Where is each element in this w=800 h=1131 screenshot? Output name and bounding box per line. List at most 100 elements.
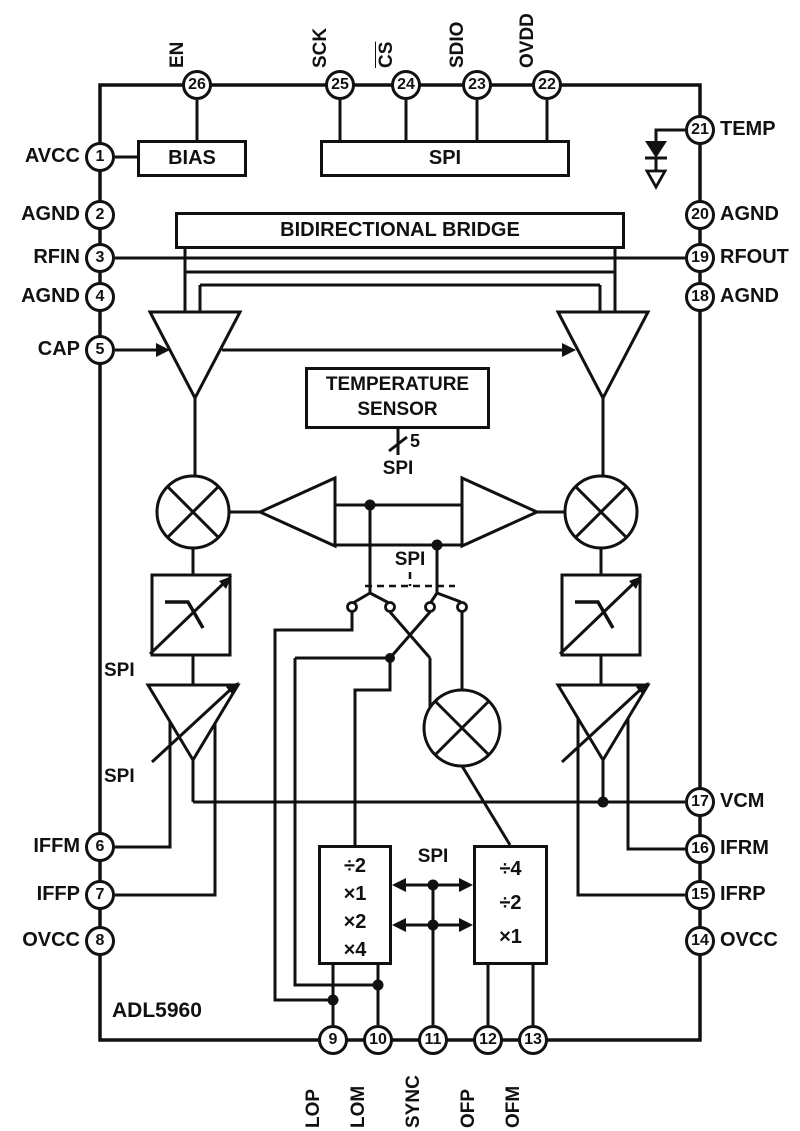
pin-3-label: RFIN bbox=[33, 246, 80, 268]
pin-9-label: LOP bbox=[303, 1088, 324, 1128]
pin-4: 4 bbox=[85, 282, 115, 312]
wire-temp-bus bbox=[388, 429, 408, 455]
wires-bridge bbox=[183, 249, 617, 312]
pin-17: 17 bbox=[685, 787, 715, 817]
pin-19: 19 bbox=[685, 243, 715, 273]
lo-divider-row: ×1 bbox=[343, 883, 367, 905]
chip-name: ADL5960 bbox=[112, 999, 202, 1022]
pin-18-label: AGND bbox=[720, 285, 779, 307]
pin-5: 5 bbox=[85, 335, 115, 365]
pin-18: 18 bbox=[685, 282, 715, 312]
bridge-block: BIDIRECTIONAL BRIDGE bbox=[175, 212, 625, 249]
pin-22: 22 bbox=[532, 70, 562, 100]
lo-divider-row: ÷2 bbox=[343, 855, 367, 877]
offset-divider-row: ×1 bbox=[499, 926, 522, 948]
pin-13-label: OFM bbox=[503, 1085, 524, 1128]
pin-2-label: AGND bbox=[21, 203, 80, 225]
pin-26-label: EN bbox=[167, 41, 188, 68]
lowpass-glyph-left bbox=[165, 600, 205, 629]
lo-buffer-right-icon bbox=[460, 475, 541, 549]
rf-amp-left-icon bbox=[147, 310, 243, 402]
lo-divider-row: ×2 bbox=[343, 911, 367, 933]
temp-sensor-line1: TEMPERATURE bbox=[325, 374, 470, 396]
pin-12-label: OFP bbox=[458, 1088, 479, 1128]
spi-switch-dashed-line bbox=[365, 572, 455, 588]
vga-right-adjust-arrow bbox=[560, 688, 642, 764]
pin-21: 21 bbox=[685, 115, 715, 145]
cap-arrowhead-2 bbox=[562, 343, 576, 357]
pin-15-label: IFRP bbox=[720, 883, 766, 905]
pin-21-label: TEMP bbox=[720, 118, 776, 140]
pin-5-label: CAP bbox=[37, 338, 80, 360]
filter-left-arrowhead bbox=[219, 576, 232, 589]
pin-16: 16 bbox=[685, 834, 715, 864]
pin-25: 25 bbox=[325, 70, 355, 100]
mixer-right-x bbox=[574, 485, 628, 539]
vga-right-arrowhead bbox=[636, 682, 649, 695]
mixer-left-x bbox=[166, 485, 220, 539]
pin-3: 3 bbox=[85, 243, 115, 273]
pin-6-label: IFFM bbox=[33, 835, 80, 857]
pin-4-label: AGND bbox=[21, 285, 80, 307]
offset-divider-row: ÷2 bbox=[499, 892, 522, 914]
spi-label-divider: SPI bbox=[417, 846, 449, 867]
filter-left-adjust-arrow bbox=[148, 581, 226, 656]
pin-24: 24 bbox=[391, 70, 421, 100]
mixer-offset-x bbox=[433, 699, 491, 757]
spi-label-vga: SPI bbox=[104, 766, 135, 787]
div-arrowhead-4 bbox=[459, 918, 473, 932]
bus-width-label: 5 bbox=[410, 431, 421, 451]
wires-top bbox=[115, 100, 549, 159]
pin-11: 11 bbox=[418, 1025, 448, 1055]
pin-11-label: SYNC bbox=[403, 1075, 424, 1128]
vga-left-adjust-arrow bbox=[150, 688, 232, 764]
switch-contacts bbox=[346, 601, 468, 613]
lo-divider-row: ×4 bbox=[343, 939, 367, 961]
pin-10: 10 bbox=[363, 1025, 393, 1055]
div-arrowhead-2 bbox=[459, 878, 473, 892]
rf-amp-right-icon bbox=[555, 310, 651, 402]
pin-17-label: VCM bbox=[720, 790, 765, 812]
pin-12: 12 bbox=[473, 1025, 503, 1055]
filter-right-arrowhead bbox=[629, 576, 642, 589]
lo-buffer-left-icon bbox=[256, 475, 337, 549]
lo-divider-block: ÷2 ×1 ×2 ×4 bbox=[318, 845, 392, 965]
temp-sensor-block: TEMPERATURE SENSOR bbox=[305, 367, 490, 429]
pin-20: 20 bbox=[685, 200, 715, 230]
temp-diode-icon bbox=[644, 141, 668, 190]
pin-10-label: LOM bbox=[348, 1085, 369, 1128]
wires-amp-mixer bbox=[191, 398, 605, 686]
offset-divider-row: ÷4 bbox=[499, 858, 522, 880]
cap-arrowhead bbox=[156, 343, 170, 357]
wires-if-vcm bbox=[115, 718, 685, 897]
pin-15: 15 bbox=[685, 880, 715, 910]
spi-label-filter: SPI bbox=[104, 660, 135, 681]
pin-25-label: SCK bbox=[310, 27, 331, 68]
pin-14-label: OVCC bbox=[720, 929, 778, 951]
temp-sensor-line2: SENSOR bbox=[357, 399, 438, 420]
pin-23: 23 bbox=[462, 70, 492, 100]
pin-26: 26 bbox=[182, 70, 212, 100]
pin-13: 13 bbox=[518, 1025, 548, 1055]
lowpass-glyph-right bbox=[575, 600, 615, 629]
pin-1: 1 bbox=[85, 142, 115, 172]
pin-7-label: IFFP bbox=[36, 883, 80, 905]
pin-16-label: IFRM bbox=[720, 837, 769, 859]
pin-7: 7 bbox=[85, 880, 115, 910]
spi-label-switch: SPI bbox=[394, 549, 426, 570]
pin-20-label: AGND bbox=[720, 203, 779, 225]
div-arrowhead-1 bbox=[392, 878, 406, 892]
pin-9: 9 bbox=[318, 1025, 348, 1055]
vga-left-arrowhead bbox=[226, 682, 239, 695]
offset-divider-block: ÷4 ÷2 ×1 bbox=[473, 845, 548, 965]
pin-8-label: OVCC bbox=[22, 929, 80, 951]
wires-lo-buffer bbox=[229, 503, 565, 605]
pin-19-label: RFOUT bbox=[720, 246, 789, 268]
pin-6: 6 bbox=[85, 832, 115, 862]
pin-14: 14 bbox=[685, 926, 715, 956]
div-arrowhead-3 bbox=[392, 918, 406, 932]
pin-22-label: OVDD bbox=[517, 13, 538, 68]
wire-temp bbox=[654, 128, 685, 141]
